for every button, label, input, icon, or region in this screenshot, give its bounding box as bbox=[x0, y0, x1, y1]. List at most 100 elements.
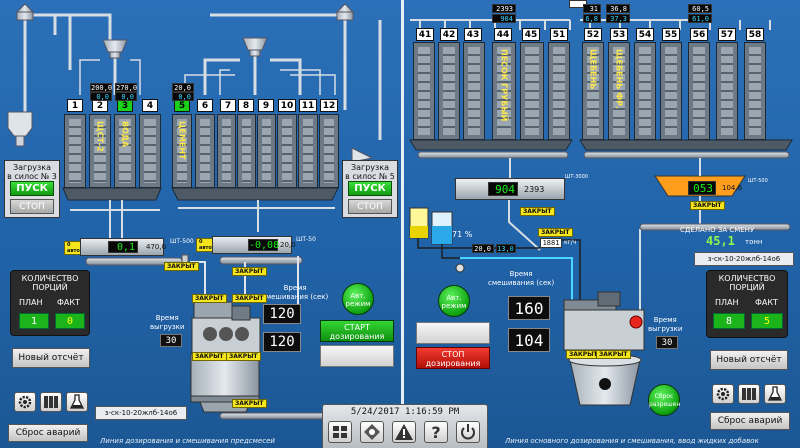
silo-number-10: 10 bbox=[278, 99, 296, 112]
silo-43[interactable] bbox=[463, 42, 485, 140]
silo-number-6: 6 bbox=[197, 99, 213, 112]
gear-icon bbox=[716, 387, 730, 401]
silo-6[interactable] bbox=[195, 114, 215, 188]
silo-58[interactable] bbox=[744, 42, 766, 140]
left-mixer-badge-3: ЗАКРЫТ bbox=[192, 352, 227, 361]
shift-value: 45,1 bbox=[706, 234, 735, 248]
right-lab-button[interactable] bbox=[764, 384, 786, 404]
left-lab-button[interactable] bbox=[66, 392, 88, 412]
silo-41[interactable] bbox=[413, 42, 435, 140]
silo-45[interactable] bbox=[520, 42, 544, 140]
footer-alarms-button[interactable] bbox=[392, 421, 416, 443]
silo-1[interactable] bbox=[64, 114, 86, 188]
scale-1-gate-badge: ЗАКРЫТ bbox=[164, 262, 199, 271]
right-recipe-field[interactable]: з-ск-10-20жлб-14о6 bbox=[694, 252, 794, 266]
silo-5[interactable]: ЦЕМЕНТ bbox=[172, 114, 192, 188]
footer-datetime: 5/24/2017 1:16:59 PM bbox=[350, 407, 460, 417]
left-new-report-button[interactable]: Новый отсчёт bbox=[12, 348, 90, 368]
right-start-dosing-button[interactable] bbox=[416, 322, 490, 344]
load-silo-3-start-button[interactable]: ПУСК bbox=[10, 181, 54, 196]
power-icon bbox=[461, 424, 475, 440]
mixer-right bbox=[563, 291, 645, 406]
left-unload-time-value[interactable]: 30 bbox=[160, 334, 182, 347]
right-unload-time-value[interactable]: 30 bbox=[656, 336, 678, 349]
right-mix-time-actual: 104 bbox=[508, 328, 550, 352]
silo-55[interactable] bbox=[660, 42, 682, 140]
right-fact-value: 5 bbox=[751, 313, 783, 329]
right-unload-mode-button[interactable]: Сброс разрешен bbox=[648, 384, 680, 416]
silo-number-57: 57 bbox=[718, 28, 736, 41]
silo-8[interactable] bbox=[237, 114, 256, 188]
feed-lines-left bbox=[70, 200, 335, 238]
warning-icon bbox=[395, 424, 413, 440]
silo-52[interactable]: ЩЕБЕНЬ bbox=[582, 42, 604, 140]
silo-56[interactable] bbox=[688, 42, 710, 140]
load-silo-5-start-button[interactable]: ПУСК bbox=[348, 181, 392, 196]
navigation-diamond-icon bbox=[364, 424, 380, 440]
rubble-scale-gate-badge: ЗАКРЫТ bbox=[690, 201, 725, 210]
silo-number-42: 42 bbox=[440, 28, 458, 41]
right-portions-panel: КОЛИЧЕСТВО ПОРЦИЙ ПЛАН ФАКТ 8 5 bbox=[706, 270, 788, 338]
left-mix-time-set[interactable]: 120 bbox=[263, 304, 301, 324]
silo-54[interactable] bbox=[634, 42, 656, 140]
help-icon: ? bbox=[431, 423, 440, 442]
shift-label: СДЕЛАНО ЗА СМЕНУ bbox=[680, 226, 755, 234]
footer-help-button[interactable]: ? bbox=[424, 421, 448, 443]
water-pipe bbox=[460, 257, 573, 300]
left-auto-mode-button[interactable]: Авт. режим bbox=[342, 283, 374, 315]
left-fact-value: 0 bbox=[55, 313, 85, 329]
conveyor-right-top-right bbox=[583, 151, 790, 159]
silo-42[interactable] bbox=[438, 42, 460, 140]
silo-53[interactable]: ЩЕБЕНЬ ФР. bbox=[608, 42, 630, 140]
footer-navigation-button[interactable] bbox=[360, 421, 384, 443]
right-mix-time-label: Время смешивания (сек) bbox=[488, 270, 555, 287]
left-settings-button[interactable] bbox=[14, 392, 36, 412]
top-value-4a: 60,5 bbox=[688, 4, 712, 13]
silo-number-55: 55 bbox=[662, 28, 680, 41]
rubble-scale-tag: ШТ-500 bbox=[748, 178, 768, 184]
silo-7[interactable] bbox=[217, 114, 236, 188]
silo-number-11: 11 bbox=[299, 99, 317, 112]
right-reset-alarms-button[interactable]: Сброс аварий bbox=[710, 412, 790, 430]
left-stop-dosing-button[interactable] bbox=[320, 345, 394, 367]
left-recipe-field[interactable]: з-ск-10-20жлб-14о6 bbox=[95, 406, 187, 420]
shift-unit: тонн bbox=[745, 238, 763, 246]
silo-57[interactable] bbox=[716, 42, 738, 140]
right-settings-button[interactable] bbox=[712, 384, 734, 404]
left-plan-value[interactable]: 1 bbox=[19, 313, 49, 329]
cyclone-left-1 bbox=[102, 39, 128, 59]
right-plan-label: ПЛАН bbox=[715, 298, 739, 307]
silo-51[interactable] bbox=[548, 42, 570, 140]
water-gate-badge: ЗАКРЫТ bbox=[538, 228, 573, 237]
right-mix-time-set[interactable]: 160 bbox=[508, 296, 550, 320]
silo-number-12: 12 bbox=[320, 99, 338, 112]
silo-3[interactable]: ВОДА bbox=[114, 114, 136, 188]
silo-4[interactable] bbox=[139, 114, 161, 188]
right-new-report-button[interactable]: Новый отсчёт bbox=[710, 350, 788, 370]
silo-9[interactable] bbox=[257, 114, 276, 188]
right-auto-mode-button[interactable]: Авт. режим bbox=[438, 285, 470, 317]
conveyor-left-1 bbox=[85, 254, 189, 266]
sand-scale-target: 2393 bbox=[524, 185, 545, 194]
silo-44[interactable]: ПЕСОК ГРУБЫЙ bbox=[492, 42, 516, 140]
footer-home-button[interactable] bbox=[328, 421, 352, 443]
left-start-dosing-button[interactable]: СТАРТ дозирования bbox=[320, 320, 394, 342]
right-stop-dosing-button[interactable]: СТОП дозирования bbox=[416, 347, 490, 369]
left-reset-alarms-button[interactable]: Сброс аварий bbox=[8, 424, 88, 442]
water-flow-unit: кг/ч bbox=[564, 239, 577, 246]
footer-power-button[interactable] bbox=[456, 421, 480, 443]
load-silo-5-stop-button[interactable]: СТОП bbox=[348, 199, 392, 214]
left-mixer-badge-5: ЗАКРЫТ bbox=[232, 399, 267, 408]
right-plan-value[interactable]: 8 bbox=[713, 313, 745, 329]
left-silos-button[interactable] bbox=[40, 392, 62, 412]
top-value-3a: 36,8 bbox=[606, 4, 630, 13]
silo-2[interactable]: ЩСТ-2 bbox=[89, 114, 111, 188]
conveyor-left-2 bbox=[219, 256, 303, 265]
silo-11[interactable] bbox=[298, 114, 318, 188]
load-silo-3-stop-button[interactable]: СТОП bbox=[10, 199, 54, 214]
silo-10[interactable] bbox=[277, 114, 297, 188]
top-value-1b: 904 bbox=[492, 14, 516, 23]
right-silos-button[interactable] bbox=[738, 384, 760, 404]
silo-12[interactable] bbox=[319, 114, 339, 188]
